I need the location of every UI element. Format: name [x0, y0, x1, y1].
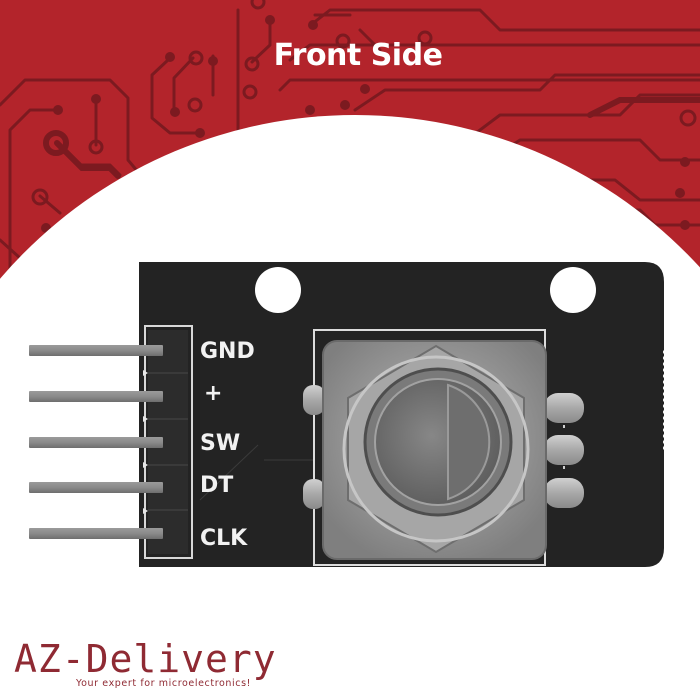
- brand-name: AZ-Delivery: [14, 637, 277, 681]
- rotary-encoder-module-image: [29, 262, 667, 567]
- brand-tagline: Your expert for microelectronics!: [76, 678, 252, 689]
- pin-label-gnd: GND: [200, 339, 255, 364]
- az-delivery-logo: AZ-Delivery Your expert for microelectro…: [14, 637, 277, 689]
- pin-label-sw: SW: [200, 431, 241, 456]
- page-title: Front Side: [273, 38, 443, 73]
- pin-label-vcc: +: [204, 381, 223, 406]
- pin-label-clk: CLK: [200, 526, 248, 551]
- pin-label-dt: DT: [200, 473, 234, 498]
